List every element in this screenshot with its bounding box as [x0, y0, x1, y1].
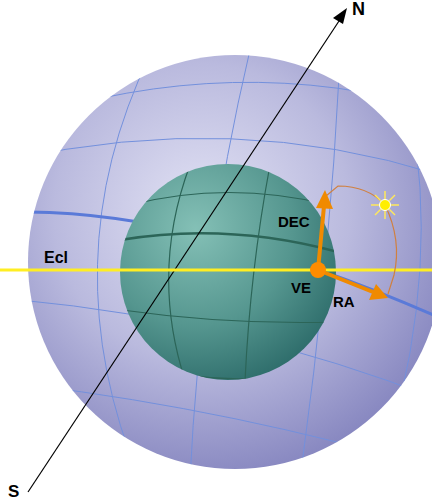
guide-line: [385, 205, 397, 294]
axis-label: S: [8, 483, 19, 500]
sphere-grid: [10, 50, 432, 480]
earth-meridian: [245, 165, 270, 382]
right-ascension-label: RA: [333, 294, 355, 309]
meridian-line: [390, 110, 421, 440]
star-rays: [371, 191, 399, 219]
ra-arrow: [318, 270, 373, 292]
celestial-sphere: [28, 55, 432, 469]
vernal-equinox-point: [310, 262, 326, 278]
declination-label: DEC: [278, 214, 310, 229]
ra-arrowhead: [369, 284, 388, 300]
earth-grid: [120, 165, 338, 382]
axis-label: N: [352, 0, 365, 18]
earth: [120, 164, 336, 380]
dec-arrowhead: [316, 190, 333, 209]
star: [380, 200, 391, 211]
earth-parallel: [122, 310, 336, 323]
dec-arrow: [318, 206, 324, 270]
equinox-label: VE: [291, 280, 311, 295]
star-ray: [375, 195, 395, 215]
rotation-axis: [28, 18, 341, 492]
earth-parallel: [145, 365, 315, 379]
earth-parallel: [130, 193, 330, 206]
ecliptic-line: [0, 269, 432, 272]
axis-arrowhead: [333, 8, 347, 24]
ecliptic-label: Ecl: [44, 250, 68, 266]
earth-meridian: [169, 165, 190, 380]
parallel-line: [20, 82, 432, 120]
star-ray: [375, 195, 395, 215]
earth-equator: [120, 233, 338, 252]
